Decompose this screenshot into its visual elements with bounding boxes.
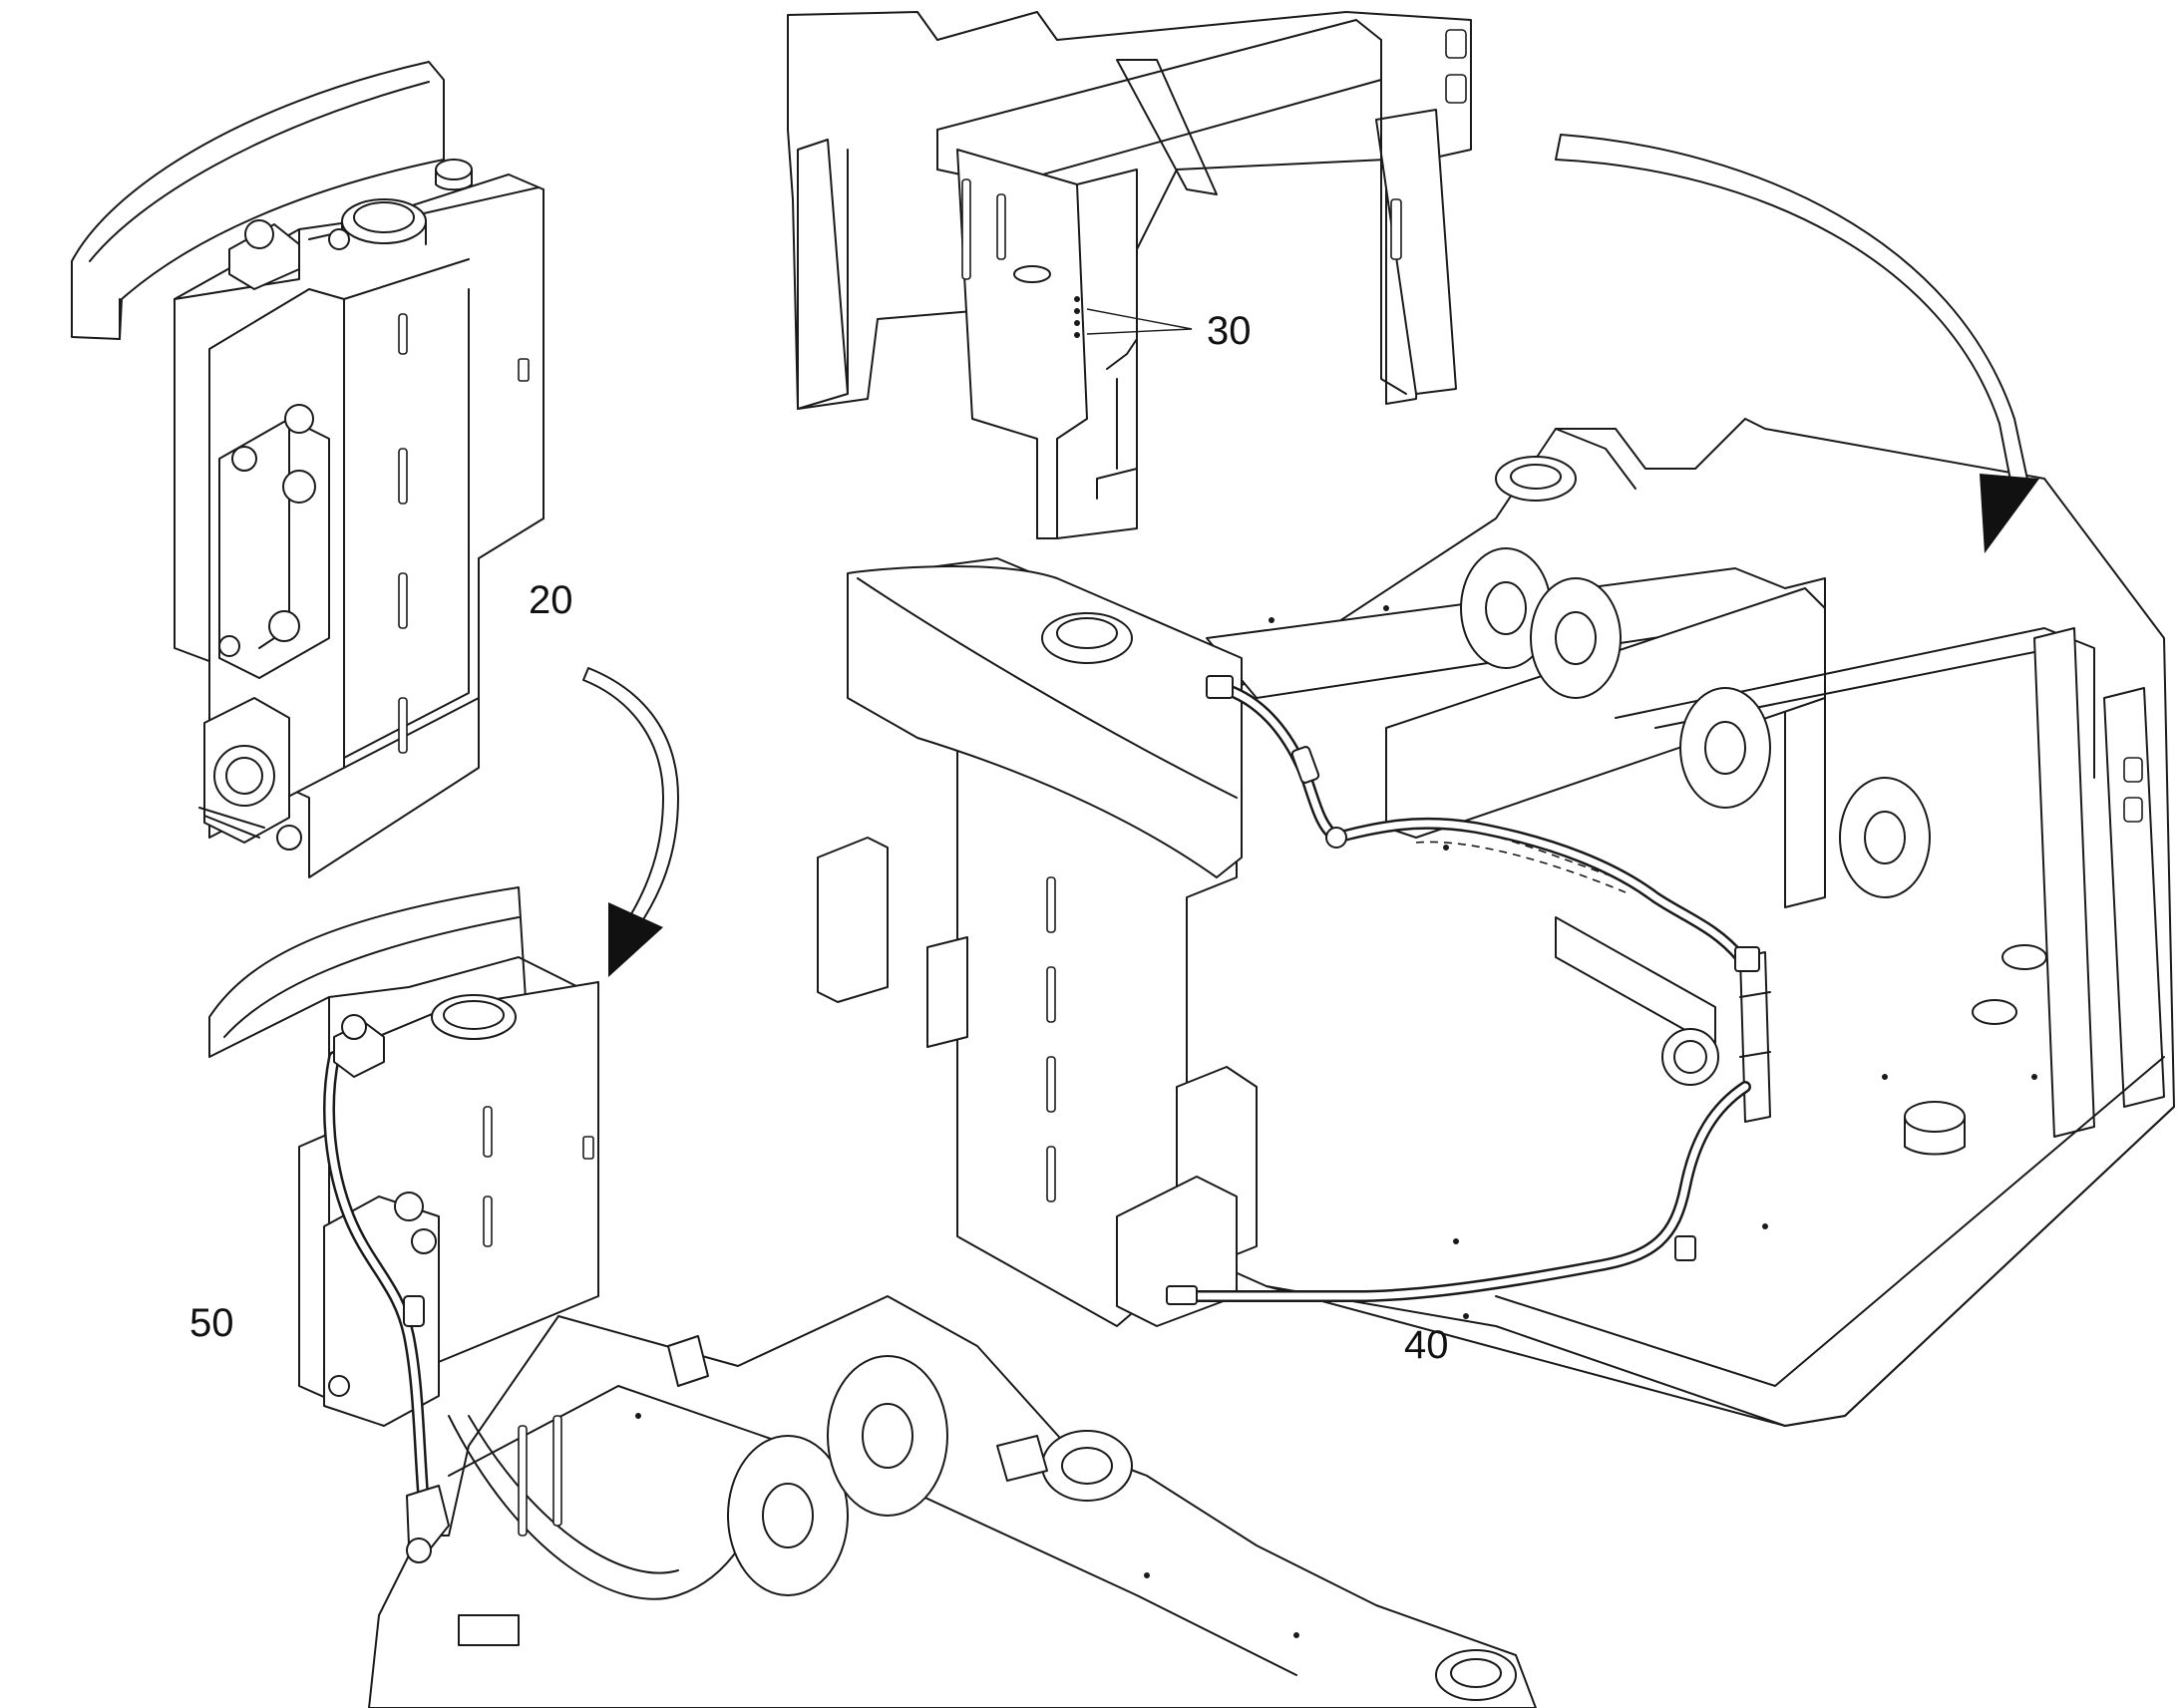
assembly-arrow-20 — [582, 667, 679, 977]
callout-20: 20 — [529, 578, 573, 622]
lower-frame-assembly — [208, 886, 1537, 1708]
main-frame-assembly — [817, 418, 2175, 1427]
callout-30: 30 — [1207, 309, 1252, 353]
callout-50: 50 — [189, 1301, 234, 1345]
callout-40: 40 — [1404, 1323, 1449, 1367]
upper-frame-section — [787, 11, 1472, 539]
fuel-tank-assembly — [71, 61, 545, 878]
assembly-arrow-30 — [1555, 134, 2039, 553]
callout-labels: 20 30 40 50 — [189, 309, 1449, 1367]
